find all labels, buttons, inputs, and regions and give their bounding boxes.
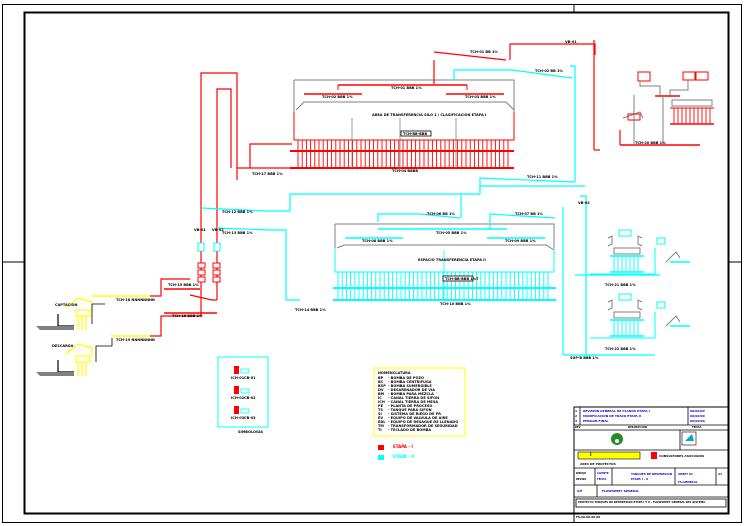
upper-right-units — [622, 71, 714, 145]
intake-structures — [36, 295, 150, 376]
upper-transfer-unit — [290, 79, 515, 170]
nomenclature-box — [373, 367, 466, 437]
upper-box-tag — [400, 130, 432, 137]
company-logo — [611, 433, 623, 445]
equipment-legend — [217, 356, 269, 428]
inner-frame — [23, 11, 730, 515]
stage-1-swatch — [378, 445, 384, 450]
left-pump-train — [197, 242, 221, 283]
lower-box-tag — [442, 275, 474, 282]
upper-comb-pipes — [297, 140, 509, 168]
title-block — [573, 406, 729, 514]
lower-transfer-unit — [333, 223, 556, 301]
outer-frame — [2, 4, 742, 523]
stage-2-swatch — [378, 455, 384, 460]
lower-right-units — [590, 229, 690, 339]
cyan-piping — [200, 65, 660, 356]
secondary-logo — [681, 431, 697, 446]
red-piping — [150, 40, 700, 337]
